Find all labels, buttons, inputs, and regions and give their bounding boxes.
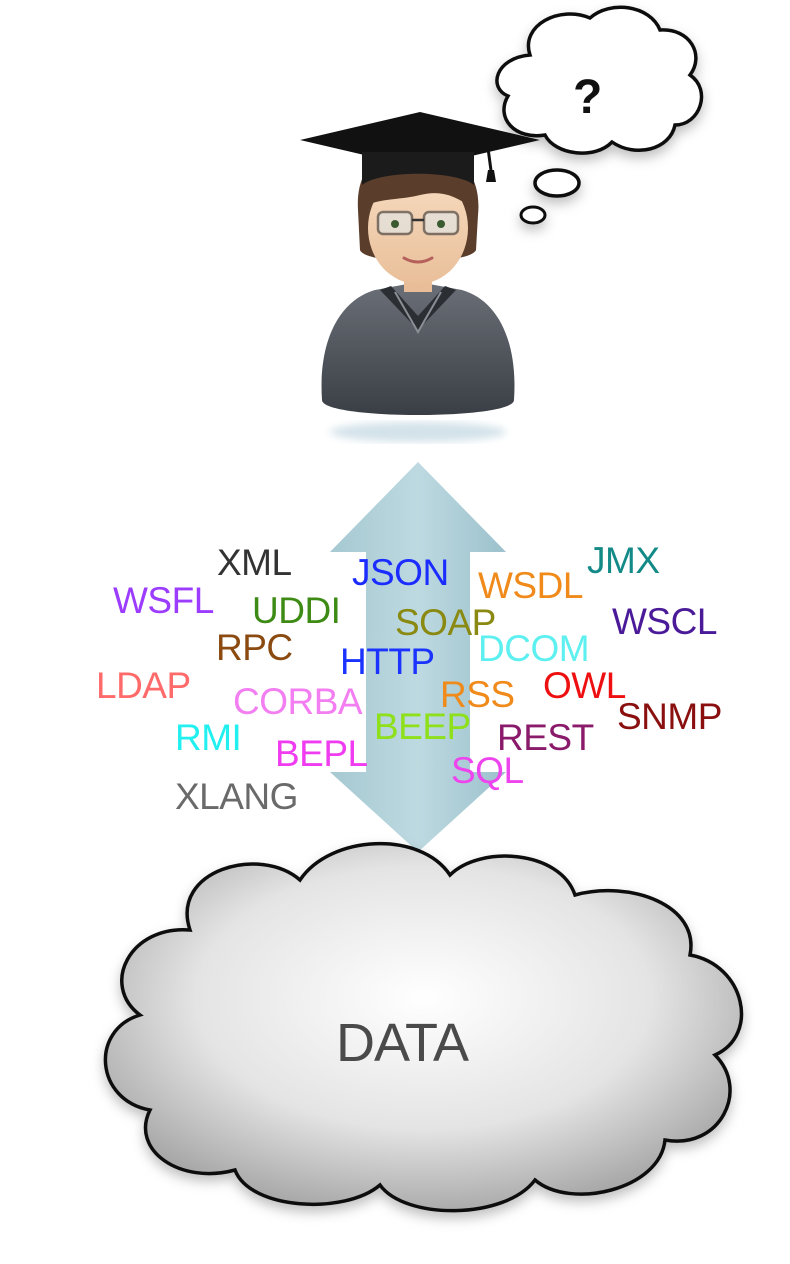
term-snmp: SNMP [617,696,722,737]
term-xlang: XLANG [175,776,298,817]
term-wsdl: WSDL [478,565,583,606]
term-ldap: LDAP [96,665,191,706]
graduate-person-icon [300,112,540,442]
term-xml: XML [217,542,292,583]
term-sql: SQL [451,750,524,791]
term-owl: OWL [543,665,626,706]
term-dcom: DCOM [478,628,590,669]
term-rmi: RMI [175,717,242,758]
term-rpc: RPC [216,627,293,668]
term-json: JSON [352,552,449,593]
cloud-label: DATA [336,1013,469,1073]
term-soap: SOAP [395,602,496,643]
term-corba: CORBA [233,681,363,722]
bidirectional-arrow-icon [330,462,506,852]
term-wsfl: WSFL [113,580,214,621]
term-wscl: WSCL [612,601,717,642]
term-rest: REST [497,717,594,758]
term-bepl: BEPL [275,733,368,774]
term-jmx: JMX [587,540,660,581]
data-cloud [103,841,744,1213]
term-rss: RSS [440,674,515,715]
term-beep: BEEP [374,706,471,747]
term-uddi: UDDI [252,590,341,631]
thought-bubble [495,5,704,225]
question-mark: ? [573,71,603,124]
term-http: HTTP [340,641,435,682]
